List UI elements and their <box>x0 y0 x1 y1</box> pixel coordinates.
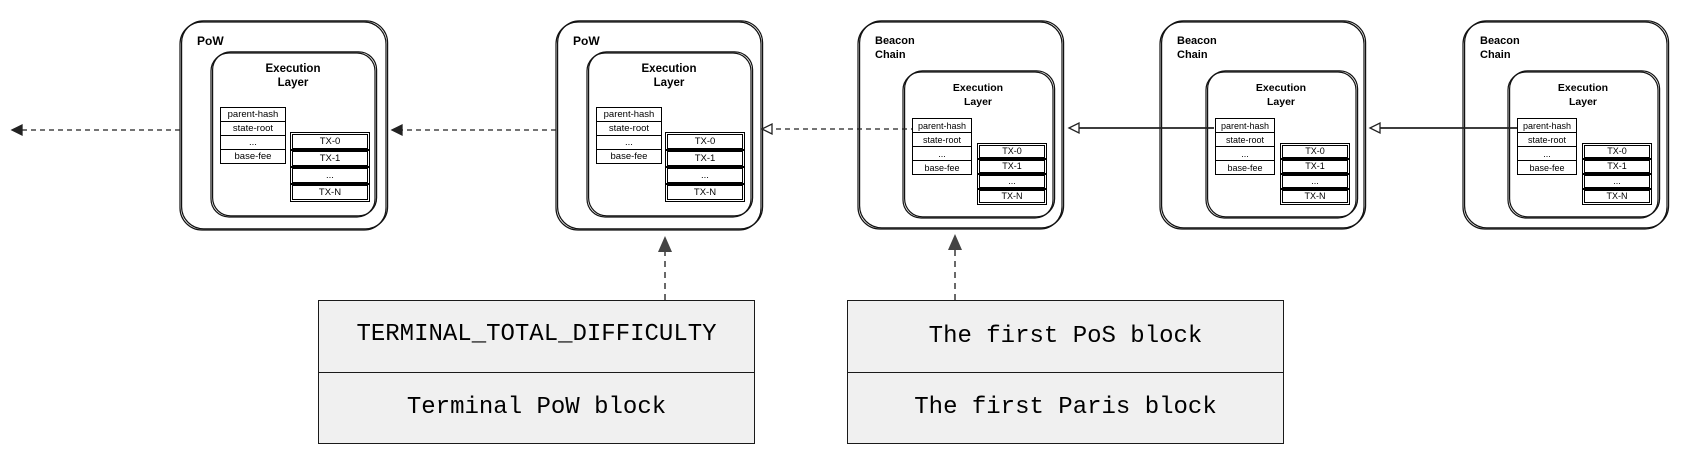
execution-layer-frame <box>586 51 754 218</box>
callout-bottom-label: The first Paris block <box>847 372 1284 444</box>
header-field: base-fee <box>912 160 972 175</box>
transaction-cell: TX-0 <box>290 132 370 151</box>
block-frame <box>1159 20 1367 230</box>
callout-top-label: TERMINAL_TOTAL_DIFFICULTY <box>318 300 755 373</box>
header-field: ... <box>596 135 662 150</box>
header-field: parent-hash <box>912 118 972 133</box>
execution-layer-title: Execution Layer <box>265 63 321 89</box>
header-field: parent-hash <box>1517 118 1577 133</box>
header-field: ... <box>1517 146 1577 161</box>
transaction-cell: ... <box>665 166 745 185</box>
block-title: Beacon Chain <box>875 35 915 61</box>
header-field: state-root <box>220 121 286 136</box>
block-frame <box>857 20 1065 230</box>
block-title: PoW <box>197 34 224 48</box>
transaction-cell: TX-N <box>977 188 1047 205</box>
header-field: base-fee <box>220 149 286 164</box>
transaction-cell: ... <box>290 166 370 185</box>
solid-chain-link <box>1368 121 1517 135</box>
header-field: ... <box>912 146 972 161</box>
callout-pointer-arrow <box>658 236 672 300</box>
transaction-cell: TX-N <box>290 183 370 202</box>
execution-layer-frame <box>902 70 1056 219</box>
transaction-cell: TX-0 <box>1280 143 1350 160</box>
execution-layer-title: Execution Layer <box>1255 82 1307 108</box>
execution-layer-frame <box>1205 70 1359 219</box>
transaction-cell: TX-1 <box>977 158 1047 175</box>
header-field: base-fee <box>1517 160 1577 175</box>
header-field: ... <box>1215 146 1275 161</box>
transaction-cell: TX-1 <box>1280 158 1350 175</box>
header-field: parent-hash <box>596 107 662 122</box>
block-title: PoW <box>573 34 600 48</box>
transaction-cell: TX-0 <box>1582 143 1652 160</box>
block-title: Beacon Chain <box>1177 35 1217 61</box>
callout-top-label: The first PoS block <box>847 300 1284 373</box>
transaction-cell: TX-N <box>1280 188 1350 205</box>
transaction-cell: TX-1 <box>1582 158 1652 175</box>
execution-layer-frame <box>210 51 378 218</box>
dashed-chain-link <box>10 123 180 137</box>
block-frame <box>1462 20 1670 230</box>
execution-layer-title: Execution Layer <box>641 63 697 89</box>
transaction-cell: TX-1 <box>290 149 370 168</box>
block-frame <box>555 20 764 231</box>
solid-chain-link <box>1067 121 1214 135</box>
block-title: Beacon Chain <box>1480 35 1520 61</box>
dashed-chain-link <box>390 123 556 137</box>
callout-pointer-arrow <box>948 234 962 300</box>
transaction-cell: TX-N <box>665 183 745 202</box>
transaction-cell: TX-N <box>1582 188 1652 205</box>
transaction-cell: ... <box>977 173 1047 190</box>
transaction-cell: TX-0 <box>665 132 745 151</box>
transaction-cell: ... <box>1582 173 1652 190</box>
header-field: state-root <box>912 132 972 147</box>
header-field: base-fee <box>1215 160 1275 175</box>
header-field: state-root <box>1215 132 1275 147</box>
header-field: parent-hash <box>1215 118 1275 133</box>
execution-layer-title: Execution Layer <box>952 82 1004 108</box>
transaction-cell: TX-0 <box>977 143 1047 160</box>
header-field: state-root <box>1517 132 1577 147</box>
execution-layer-frame <box>1507 70 1661 219</box>
header-field: ... <box>220 135 286 150</box>
execution-layer-title: Execution Layer <box>1557 82 1609 108</box>
header-field: parent-hash <box>220 107 286 122</box>
header-field: base-fee <box>596 149 662 164</box>
callout-bottom-label: Terminal PoW block <box>318 372 755 444</box>
dashed-chain-link <box>760 122 916 136</box>
transaction-cell: TX-1 <box>665 149 745 168</box>
header-field: state-root <box>596 121 662 136</box>
transaction-cell: ... <box>1280 173 1350 190</box>
block-frame <box>179 20 389 231</box>
